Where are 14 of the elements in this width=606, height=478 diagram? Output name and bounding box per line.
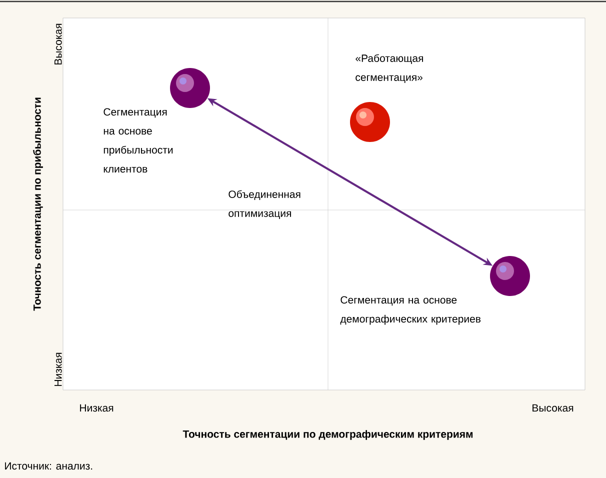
source-note: Источник: анализ.	[5, 462, 92, 470]
node-caption: Сегментация на основе прибыльности клиентов	[104, 108, 173, 173]
node-caption: «Работающая сегментация»	[356, 54, 423, 83]
axis-label: Высокая	[54, 24, 62, 64]
axis-label: Высокая	[532, 404, 574, 412]
node-caption: Сегментация на основе демографических критериев	[340, 296, 481, 325]
axis-title: Точность сегментации по прибыльности	[33, 98, 43, 311]
edge-label: Объединенная оптимизация	[228, 190, 300, 219]
ball	[350, 102, 390, 142]
axis-label: Низкая	[80, 404, 114, 412]
axis-title: Точность сегментации по демографическим критериям	[182, 430, 473, 440]
ball	[170, 68, 210, 108]
ball	[490, 256, 530, 296]
axis-label: Низкая	[54, 352, 62, 386]
